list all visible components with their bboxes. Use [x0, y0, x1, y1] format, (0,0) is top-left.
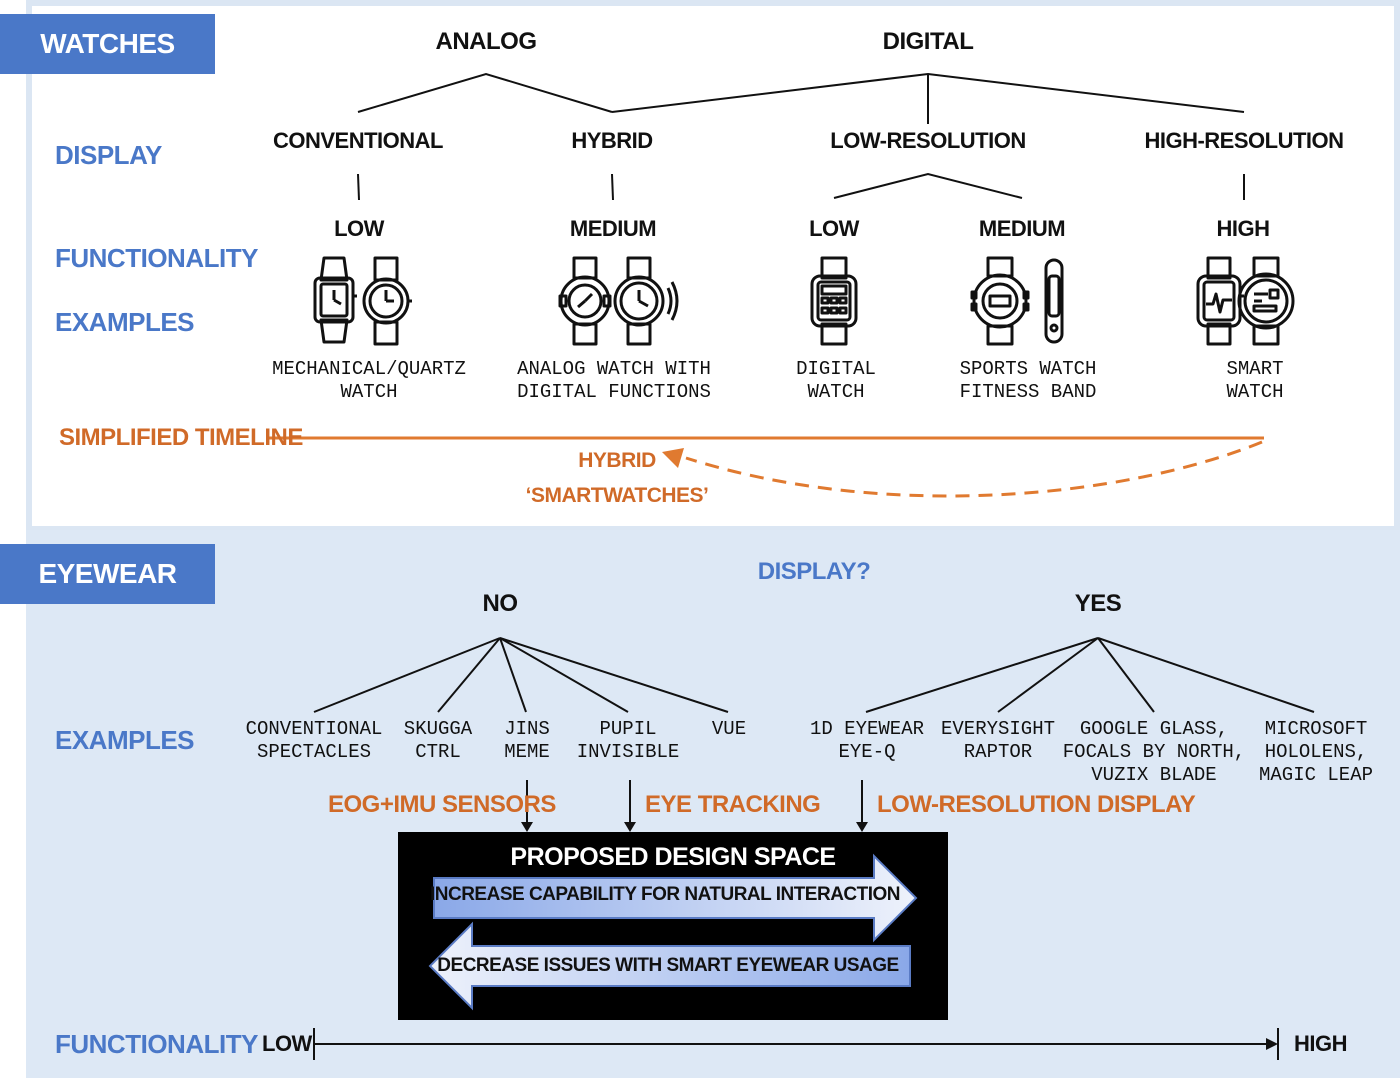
design-space-arrows	[428, 853, 918, 1011]
rectangular-analog-watch-icon	[313, 256, 357, 344]
feature-eog-imu: EOG+IMU SENSORS	[328, 791, 556, 818]
design-space-box	[398, 832, 948, 1020]
example-vue: VUE	[711, 718, 747, 740]
square-smartwatch-icon	[1196, 256, 1244, 346]
display-question: DISPLAY?	[757, 558, 871, 585]
analog-label: ANALOG	[435, 28, 538, 55]
increase-arrow-shape	[433, 853, 918, 943]
eyewear-functionality-label: FUNCTIONALITY	[55, 1029, 258, 1059]
round-smartwatch-icon	[1237, 256, 1295, 346]
round-analog-watch-icon	[362, 256, 412, 346]
display-row-label: DISPLAY	[55, 140, 162, 170]
eyewear-examples-label: EXAMPLES	[55, 725, 195, 755]
functionality-low-analog: LOW	[334, 216, 384, 241]
feature-eye-tracking: EYE TRACKING	[645, 791, 821, 818]
functionality-row-label: FUNCTIONALITY	[55, 243, 258, 273]
design-space-title: PROPOSED DESIGN SPACE	[510, 843, 836, 871]
decrease-arrow-shape	[428, 921, 911, 1011]
digital-watch-icon	[810, 256, 858, 346]
hybrid-chrono-watch-icon	[558, 256, 612, 346]
hybrid-smartwatches-label: HYBRID‘SMARTWATCHES’	[525, 449, 709, 507]
timeline-label: SIMPLIFIED TIMELINE	[59, 424, 303, 451]
display-high-resolution: HIGH-RESOLUTION	[1144, 128, 1344, 153]
watches-tag: WATCHES	[0, 14, 215, 74]
eyewear-tag: EYEWEAR	[0, 544, 215, 604]
functionality-medium-hybrid: MEDIUM	[569, 216, 657, 241]
axis-low-label: LOW	[262, 1031, 312, 1056]
hybrid-analog-watch-icon	[613, 256, 679, 346]
feature-low-res-display: LOW-RESOLUTION DISPLAY	[877, 791, 1196, 818]
example-google-glass: GOOGLE GLASS,FOCALS BY NORTH,VUZIX BLADE	[1062, 718, 1246, 786]
examples-row-label: EXAMPLES	[55, 307, 195, 337]
yes-label: YES	[1074, 590, 1122, 617]
fitness-band-icon	[1044, 258, 1064, 344]
increase-capability-label: INCREASE CAPABILITY FOR NATURAL INTERACT…	[429, 884, 901, 905]
digital-label: DIGITAL	[882, 28, 974, 55]
functionality-high: HIGH	[1216, 216, 1271, 241]
functionality-low-digital: LOW	[809, 216, 859, 241]
display-conventional: CONVENTIONAL	[273, 128, 444, 153]
no-label: NO	[482, 590, 519, 617]
functionality-medium-digital: MEDIUM	[978, 216, 1066, 241]
display-hybrid: HYBRID	[571, 128, 653, 153]
decrease-issues-label: DECREASE ISSUES WITH SMART EYEWEAR USAGE	[437, 955, 899, 976]
axis-high-label: HIGH	[1294, 1031, 1348, 1056]
watch-icons	[313, 256, 1295, 346]
display-low-resolution: LOW-RESOLUTION	[830, 128, 1026, 153]
sports-watch-icon	[970, 256, 1030, 346]
